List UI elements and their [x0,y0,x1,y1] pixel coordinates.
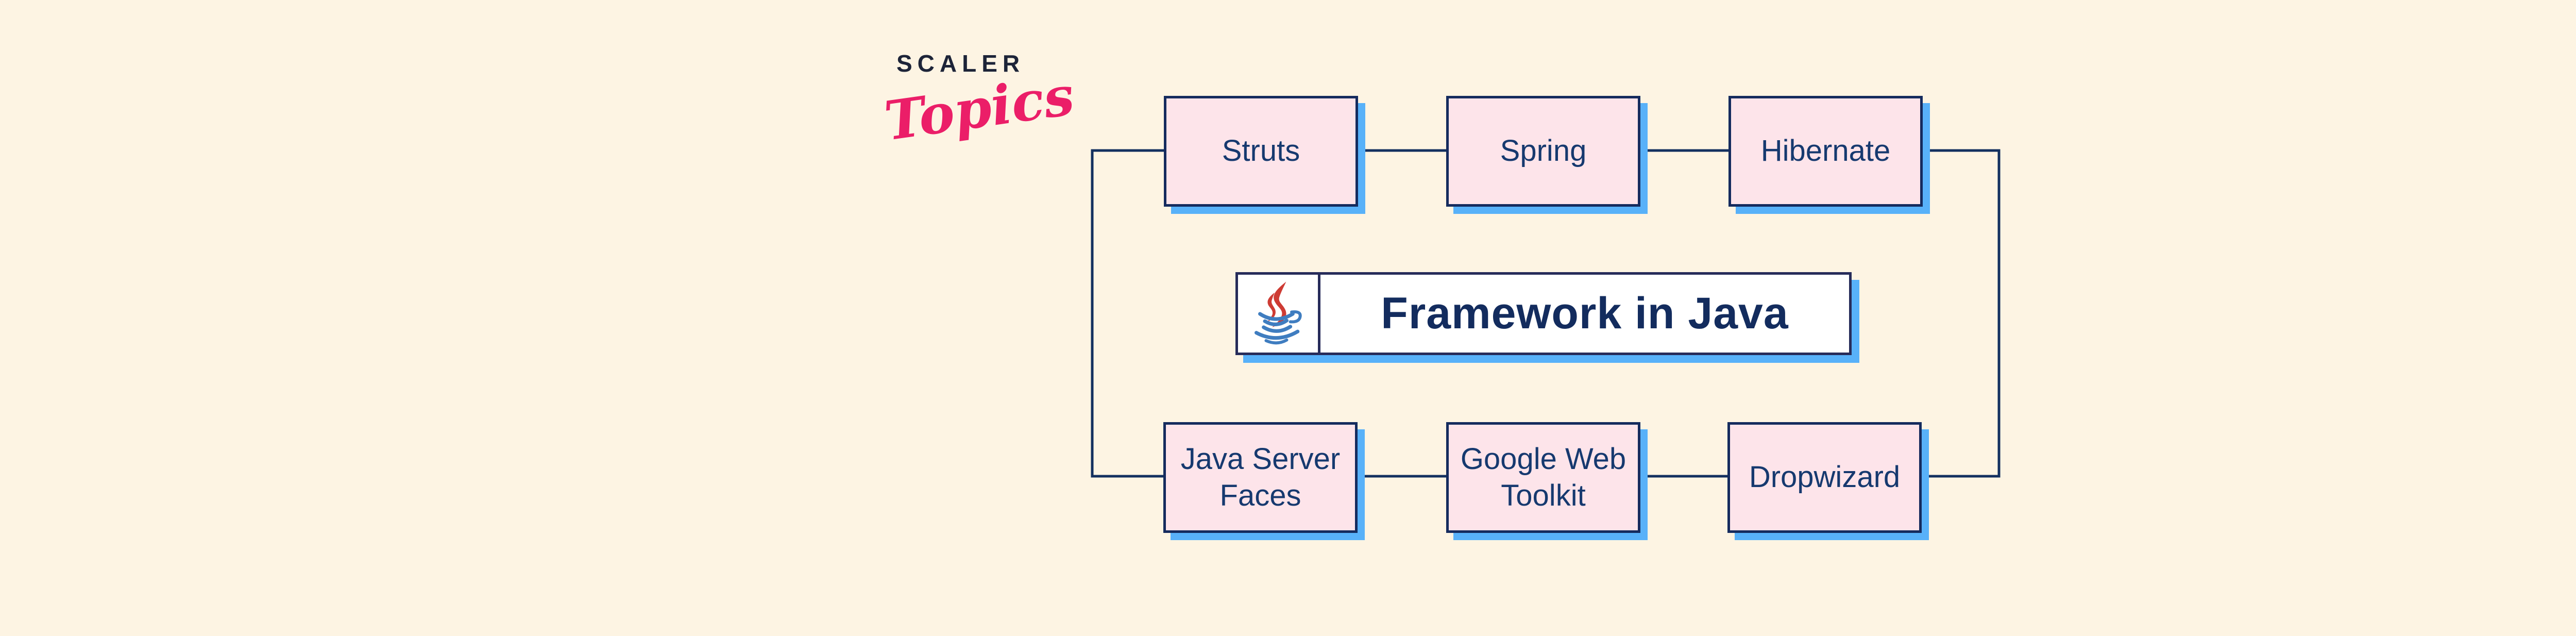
java-logo-icon [1254,281,1302,344]
left-bracket-line [1091,149,1165,478]
java-logo-cell [1238,275,1320,353]
node-hibernate-label: Hibernate [1760,134,1891,168]
node-hibernate: Hibernate [1728,96,1923,207]
scaler-topics-logo: SCALER Topics [881,49,1078,168]
topics-script-wordmark: Topics [881,63,1078,153]
node-struts-label: Struts [1222,134,1300,168]
node-struts: Struts [1164,96,1358,207]
node-spring-label: Spring [1500,134,1587,168]
right-bracket-line [1920,149,2001,478]
framework-title-box: Framework in Java [1235,272,1852,355]
node-spring: Spring [1446,96,1640,207]
scaler-wordmark: SCALER [896,50,1025,77]
node-dropwizard-label: Dropwizard [1749,460,1901,494]
node-java-server-faces-label: Java Server Faces [1180,442,1341,512]
node-java-server-faces: Java Server Faces [1163,422,1358,533]
node-dropwizard: Dropwizard [1727,422,1922,533]
node-google-web-toolkit: Google Web Toolkit [1446,422,1640,533]
framework-title: Framework in Java [1381,289,1789,338]
node-google-web-toolkit-label: Google Web Toolkit [1460,442,1626,512]
